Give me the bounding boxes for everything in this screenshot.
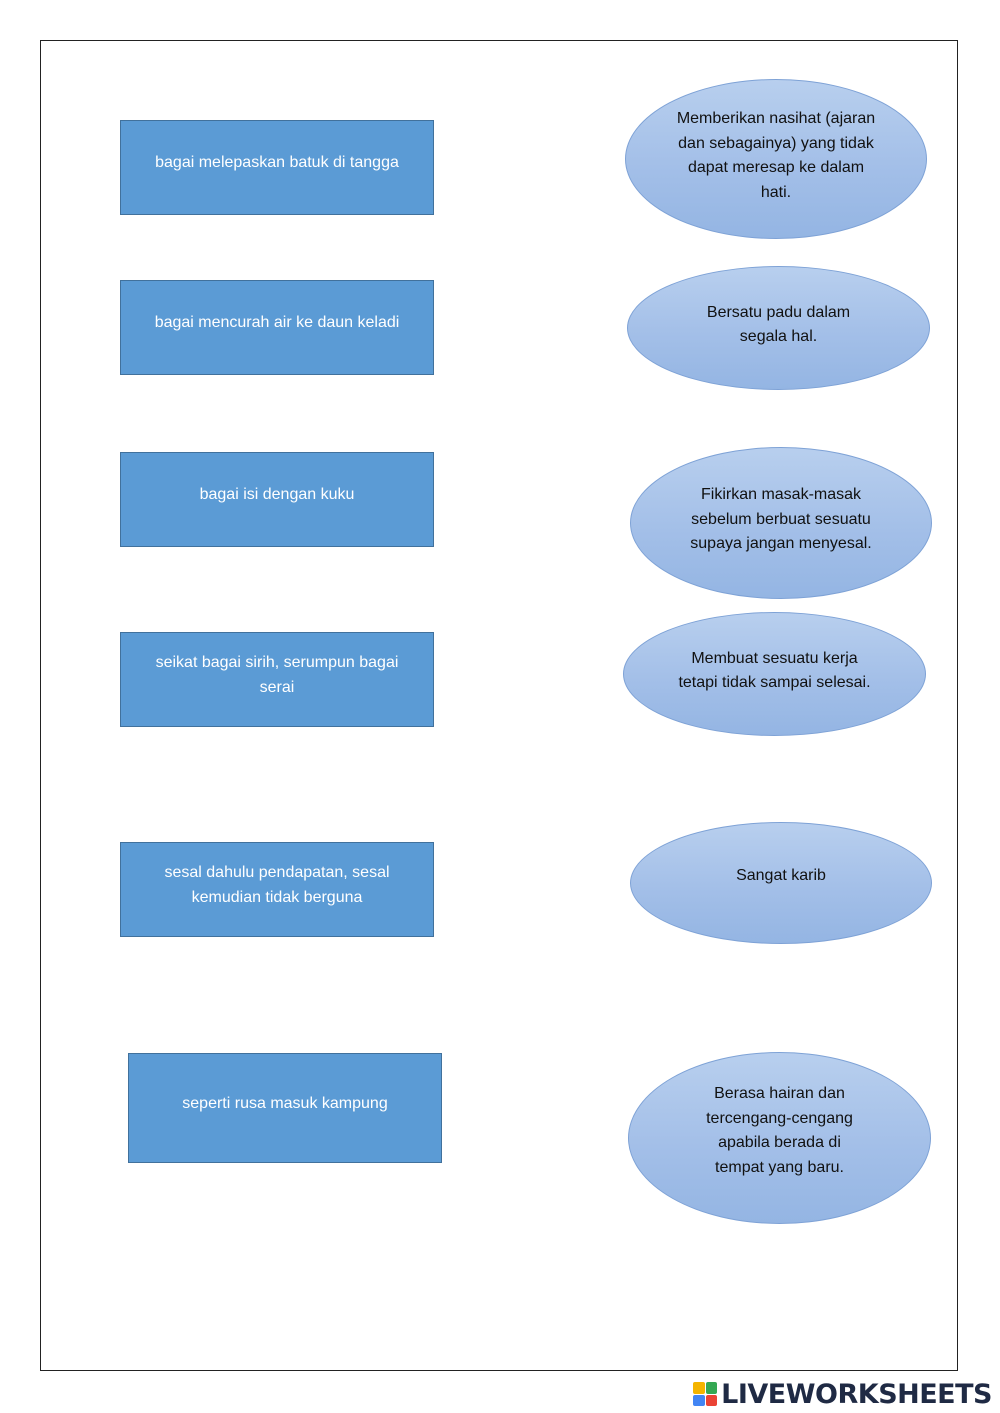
meaning-text: Berasa hairan dan tercengang-cengang apa… (706, 1085, 853, 1176)
logo-square (705, 1394, 718, 1406)
proverb-box-1[interactable]: bagai melepaskan batuk di tangga (120, 120, 434, 215)
proverb-box-5[interactable]: sesal dahulu pendapatan, sesal kemudian … (120, 842, 434, 937)
meaning-text: Fikirkan masak-masak sebelum berbuat ses… (690, 486, 872, 553)
logo-square (693, 1382, 705, 1394)
meaning-text: Bersatu padu dalam segala hal. (706, 303, 851, 346)
proverb-text: seikat bagai sirih, serumpun bagai serai (155, 653, 399, 696)
meaning-oval-6[interactable]: Berasa hairan dan tercengang-cengang apa… (628, 1052, 931, 1224)
proverb-box-2[interactable]: bagai mencurah air ke daun keladi (120, 280, 434, 375)
meaning-oval-1[interactable]: Memberikan nasihat (ajaran dan sebagainy… (625, 79, 927, 239)
liveworksheets-logo-icon (693, 1382, 718, 1406)
proverb-text: bagai isi dengan kuku (199, 486, 355, 503)
logo-square (705, 1382, 718, 1394)
meaning-text: Memberikan nasihat (ajaran dan sebagainy… (676, 110, 876, 201)
logo-square (693, 1394, 705, 1406)
meaning-text: Membuat sesuatu kerja tetapi tidak sampa… (678, 649, 871, 692)
proverb-text: bagai mencurah air ke daun keladi (154, 314, 400, 331)
proverb-text: sesal dahulu pendapatan, sesal kemudian … (164, 863, 390, 906)
proverb-box-3[interactable]: bagai isi dengan kuku (120, 452, 434, 547)
meaning-oval-4[interactable]: Membuat sesuatu kerja tetapi tidak sampa… (623, 612, 926, 736)
meaning-text: Sangat karib (736, 866, 826, 884)
liveworksheets-brand: LIVEWORKSHEETS (693, 1377, 992, 1411)
proverb-box-6[interactable]: seperti rusa masuk kampung (128, 1053, 442, 1163)
meaning-oval-2[interactable]: Bersatu padu dalam segala hal. (627, 266, 930, 390)
proverb-text: seperti rusa masuk kampung (182, 1094, 388, 1112)
meaning-oval-5[interactable]: Sangat karib (630, 822, 932, 944)
brand-name: LIVEWORKSHEETS (721, 1378, 992, 1410)
meaning-oval-3[interactable]: Fikirkan masak-masak sebelum berbuat ses… (630, 447, 932, 599)
proverb-text: bagai melepaskan batuk di tangga (155, 154, 399, 171)
proverb-box-4[interactable]: seikat bagai sirih, serumpun bagai serai (120, 632, 434, 727)
